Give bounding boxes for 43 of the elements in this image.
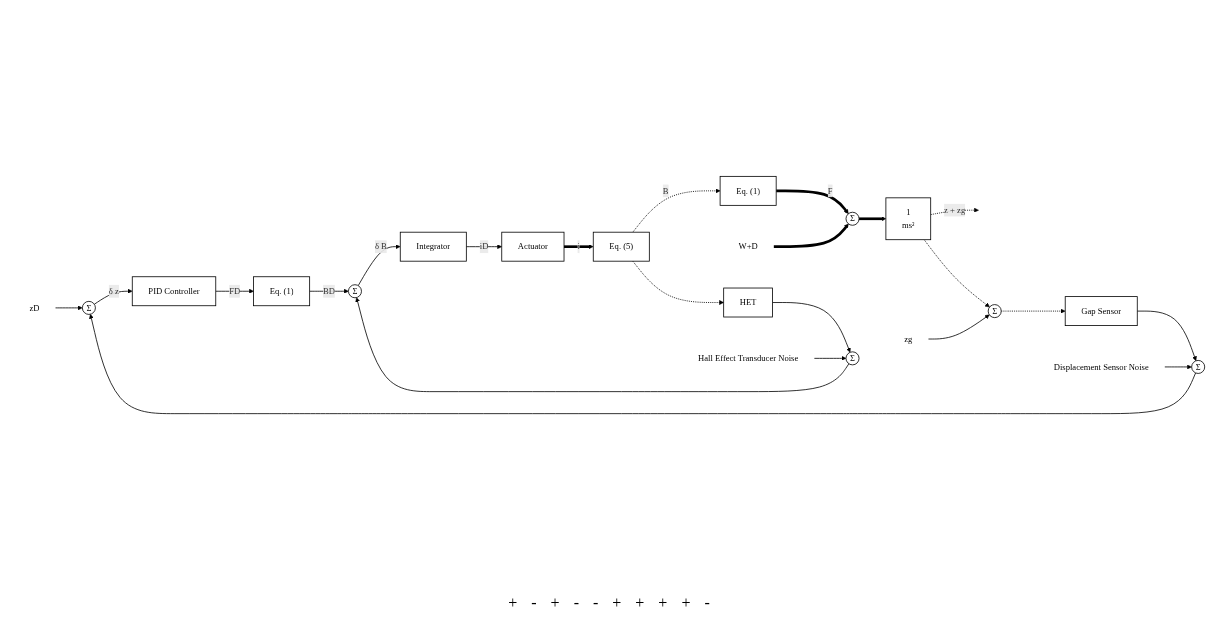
node-box: Actuator — [501, 231, 565, 262]
sign-label: - — [592, 594, 599, 612]
node-circle: Σ — [845, 351, 860, 366]
node-box: PID Controller — [131, 276, 217, 307]
sign-label: + — [550, 594, 560, 612]
sign-label: - — [573, 594, 579, 612]
edge-label: δ z — [108, 286, 119, 296]
arrow — [564, 244, 594, 250]
sign-label: - — [531, 594, 537, 612]
sign-label: + — [612, 594, 622, 612]
edge-label: B — [662, 186, 669, 196]
edge-label: z + zg — [944, 205, 966, 215]
edge-label: i — [577, 241, 580, 251]
arrow — [776, 189, 849, 214]
node-box: HET — [723, 287, 773, 318]
arrow — [773, 223, 849, 248]
node-box: Eq. (1) — [719, 175, 777, 206]
node-box: Eq. (1) — [253, 276, 311, 307]
arrow — [859, 216, 887, 222]
node-text: W+D — [738, 241, 758, 251]
sign-label: + — [658, 594, 668, 612]
node-box: Integrator — [399, 231, 467, 262]
edge-label: iD — [479, 241, 489, 251]
edge-label: F — [827, 186, 833, 196]
node-box: 1 ms² — [885, 197, 932, 241]
sign-label: + — [681, 594, 691, 612]
node-circle: Σ — [348, 284, 362, 299]
sign-label: + — [635, 594, 645, 612]
node-circle: Σ — [987, 304, 1002, 319]
edge-label: δ B — [374, 241, 387, 251]
node-text: zg — [904, 334, 913, 344]
sign-label: - — [704, 594, 710, 612]
edge-label: FD — [229, 286, 241, 296]
node-text: Hall Effect Transducer Noise — [698, 353, 799, 363]
node-box: Eq. (5) — [592, 231, 650, 262]
node-circle: Σ — [845, 211, 860, 226]
node-text: zD — [29, 303, 40, 313]
node-circle: Σ — [1191, 360, 1206, 374]
sign-label: + — [508, 594, 518, 612]
node-text: Displacement Sensor Noise — [1053, 362, 1149, 372]
node-box: Gap Sensor — [1064, 296, 1138, 326]
edge-label: BD — [323, 286, 336, 296]
node-circle: Σ — [81, 300, 96, 315]
